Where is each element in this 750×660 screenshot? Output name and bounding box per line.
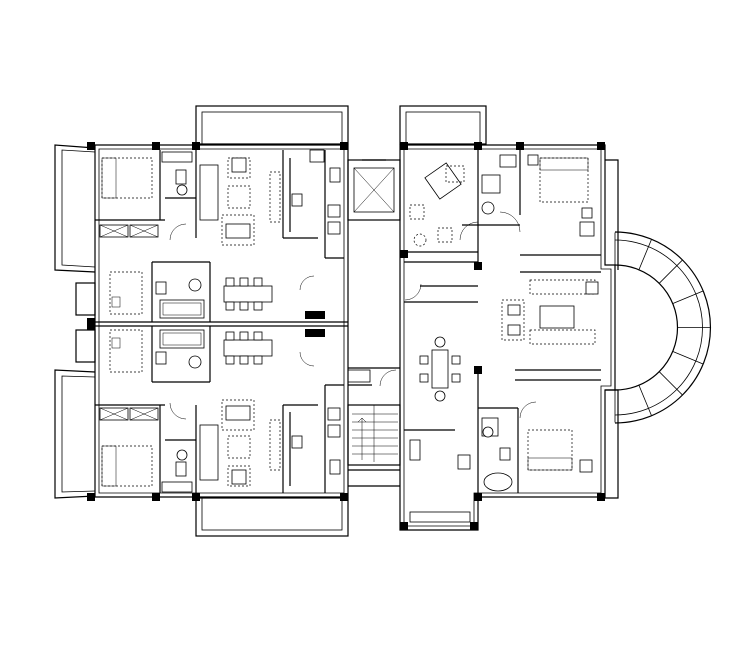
second-bathroom [481, 417, 513, 492]
stairwell [347, 404, 401, 466]
upper-unit-walls [95, 150, 344, 322]
bay-rib [672, 290, 703, 305]
lower-unit-walls [95, 326, 344, 493]
bay-rib [638, 384, 652, 416]
lower-bedroom-bed [99, 407, 159, 487]
upper-bath-tub [155, 278, 205, 319]
bay-rib [672, 350, 703, 365]
right-top-balcony [399, 105, 487, 145]
lower-dining-set [223, 331, 273, 365]
upper-second-bedroom [109, 271, 143, 315]
living-room-sofa-set [501, 279, 599, 345]
right-wing-right-balconies [605, 159, 619, 499]
lower-second-bedroom [109, 329, 143, 373]
lower-living-tv [269, 407, 341, 475]
left-wing-columns [87, 142, 348, 501]
lower-kitchen-counter [199, 399, 255, 487]
left-lower-balcony [54, 369, 96, 499]
upper-dining-set [223, 277, 273, 311]
upper-kitchen-counter [199, 157, 255, 246]
bay-rib [658, 371, 683, 395]
master-bathroom [481, 154, 517, 215]
master-bed [527, 154, 595, 237]
core-corridor-walls [347, 283, 422, 487]
second-bedroom-bed [527, 429, 593, 473]
left-upper-balcony [54, 144, 96, 273]
elevator-shaft [347, 159, 401, 221]
right-wing-interior-walls [404, 149, 601, 493]
right-wing-columns [400, 142, 605, 530]
bay-rib [658, 260, 683, 284]
study-room-furniture [409, 162, 465, 247]
bay-rib [638, 239, 652, 271]
lower-bathroom [161, 449, 193, 493]
dining-table [419, 336, 461, 402]
top-balcony [195, 105, 349, 145]
upper-living-tv [269, 149, 341, 235]
upper-bathroom [161, 151, 193, 196]
kitchen-counter [409, 439, 471, 523]
bottom-balcony [195, 497, 349, 537]
semicircular-bay-ribs [614, 232, 710, 423]
upper-bedroom-bed [99, 157, 159, 238]
lower-bath-tub [155, 329, 205, 369]
